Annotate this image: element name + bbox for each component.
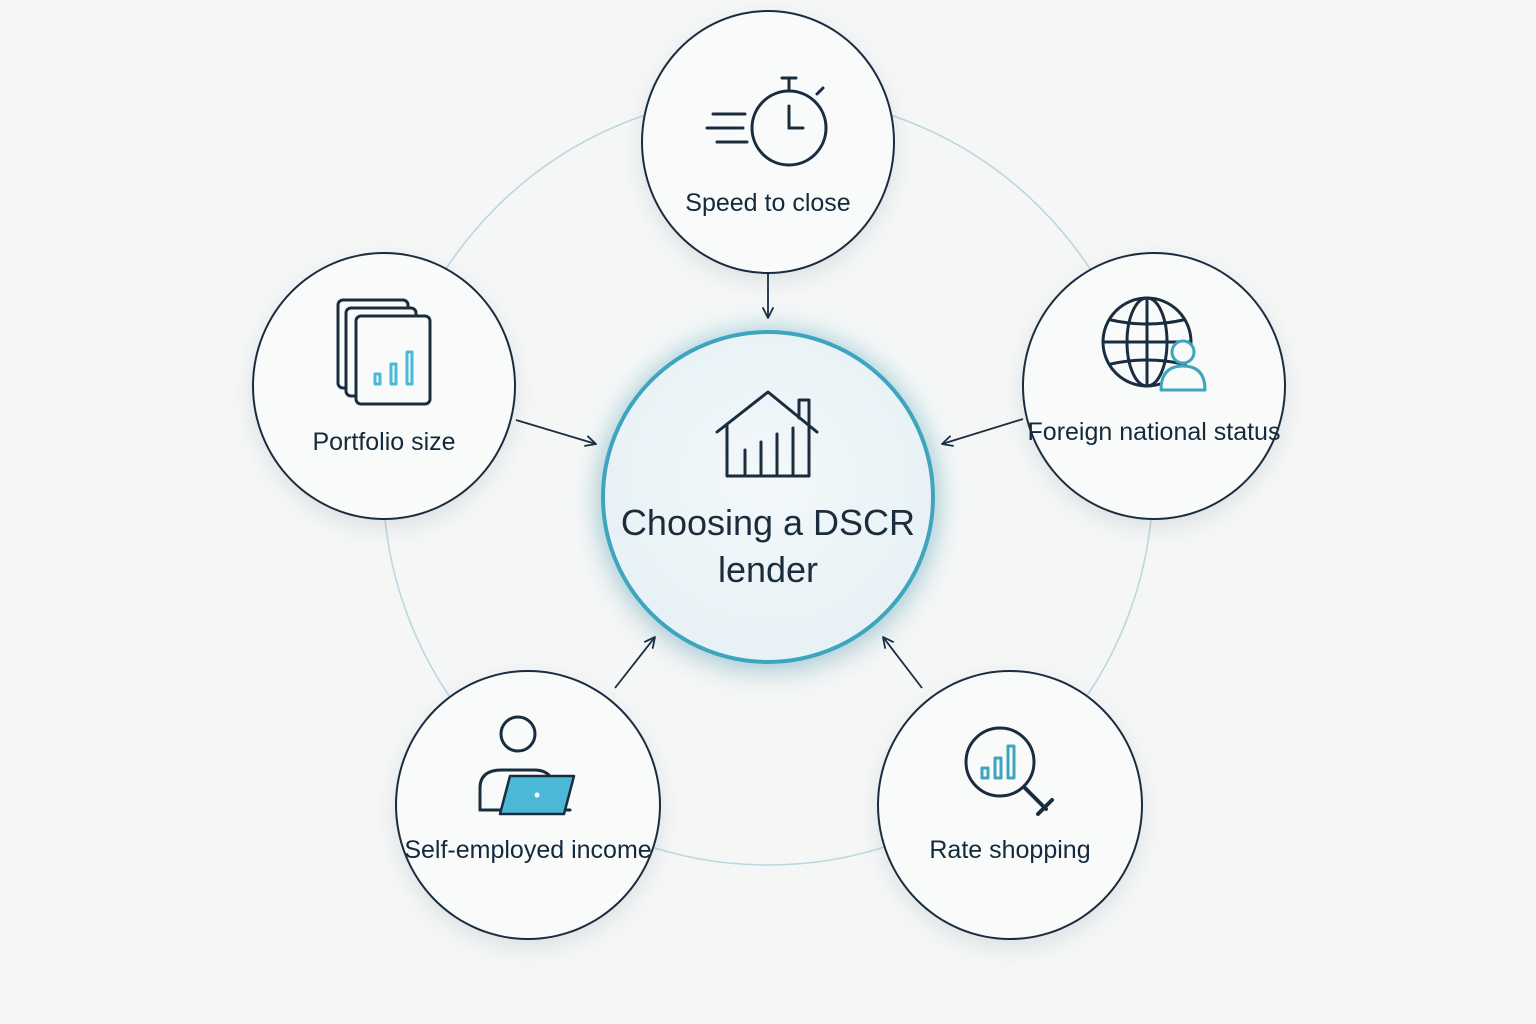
factor-speed-to-close: Speed to close	[641, 10, 895, 274]
factor-portfolio-size: Portfolio size	[252, 252, 516, 520]
factor-label: Self-employed income	[404, 836, 652, 864]
center-title: Choosing a DSCR lender	[620, 502, 916, 590]
arrow-foreign-to-center	[941, 418, 1024, 447]
house-chart-icon	[715, 390, 819, 478]
magnifier-chart-icon	[964, 726, 1054, 816]
factor-label: Rate shopping	[929, 836, 1091, 864]
factor-self-employed-income: Self-employed income	[395, 670, 661, 940]
factor-label: Foreign national status	[1027, 418, 1281, 446]
factor-label: Portfolio size	[312, 428, 456, 456]
globe-person-icon	[1101, 296, 1207, 392]
stopwatch-icon	[705, 76, 828, 167]
factor-label: Speed to close	[685, 189, 851, 217]
document-stack-chart-icon	[336, 298, 432, 406]
arrow-rate-to-center	[882, 636, 923, 689]
person-laptop-icon	[478, 715, 576, 816]
center-hub: Choosing a DSCR lender	[601, 330, 935, 664]
factor-rate-shopping: Rate shopping	[877, 670, 1143, 940]
factor-foreign-national-status: Foreign national status	[1022, 252, 1286, 520]
arrow-self-employed-to-center	[614, 636, 656, 689]
arrow-portfolio-to-center	[515, 419, 597, 447]
